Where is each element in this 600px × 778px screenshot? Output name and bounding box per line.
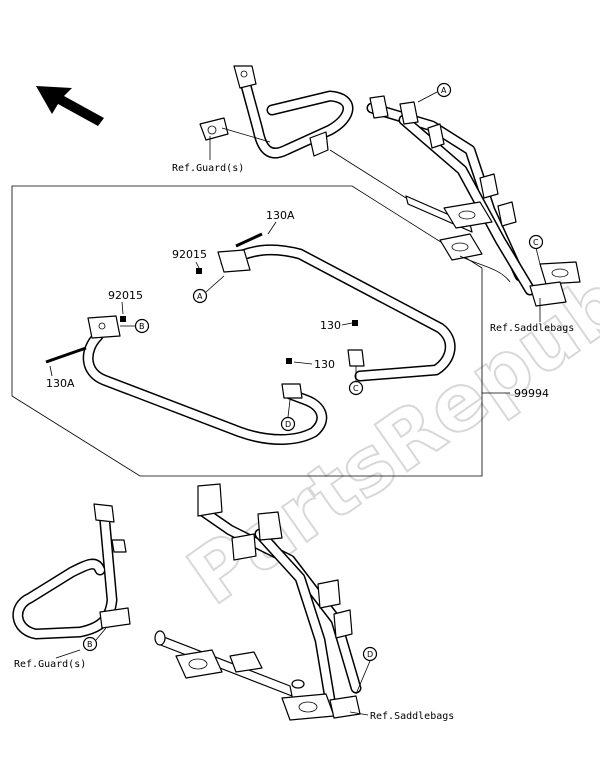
callout-d-bottom: D (355, 646, 378, 695)
saddlebag-guard-bars (45, 232, 456, 445)
part-92015-left: 92015 (108, 289, 143, 302)
callout-d-mid: D (280, 399, 296, 432)
ref-guard-label-bottom: Ref.Guard(s) (14, 659, 86, 670)
part-130-right: 130 (320, 319, 341, 332)
svg-text:C: C (353, 384, 359, 393)
callout-c-mid: C (348, 366, 364, 396)
svg-text:D: D (367, 650, 373, 659)
callout-b-mid: B (120, 318, 150, 334)
ref-saddlebags-label-bottom: Ref.Saddlebags (370, 711, 454, 722)
part-92015-top: 92015 (172, 248, 207, 261)
front-direction-arrow-icon (36, 86, 104, 126)
svg-text:A: A (441, 86, 447, 95)
part-130-mid: 130 (314, 358, 335, 371)
svg-text:B: B (87, 640, 93, 649)
svg-text:B: B (139, 322, 145, 331)
svg-text:C: C (533, 238, 539, 247)
top-frame-assembly (199, 65, 581, 307)
svg-text:A: A (197, 292, 203, 301)
svg-text:D: D (285, 420, 291, 429)
callout-a-mid: A (192, 275, 225, 304)
ref-saddlebags-label-top: Ref.Saddlebags (490, 323, 574, 334)
assembly-outline (11, 185, 483, 477)
assembly-number: 99994 (514, 387, 549, 400)
ref-guard-label-top: Ref.Guard(s) (172, 163, 244, 174)
bottom-frame-assembly (12, 483, 362, 721)
part-130a-top: 130A (266, 209, 295, 222)
callout-a-top: A (417, 82, 452, 103)
part-130a-left: 130A (46, 377, 75, 390)
callout-b-bottom: B (82, 627, 107, 652)
callout-c-top: C (528, 234, 544, 265)
